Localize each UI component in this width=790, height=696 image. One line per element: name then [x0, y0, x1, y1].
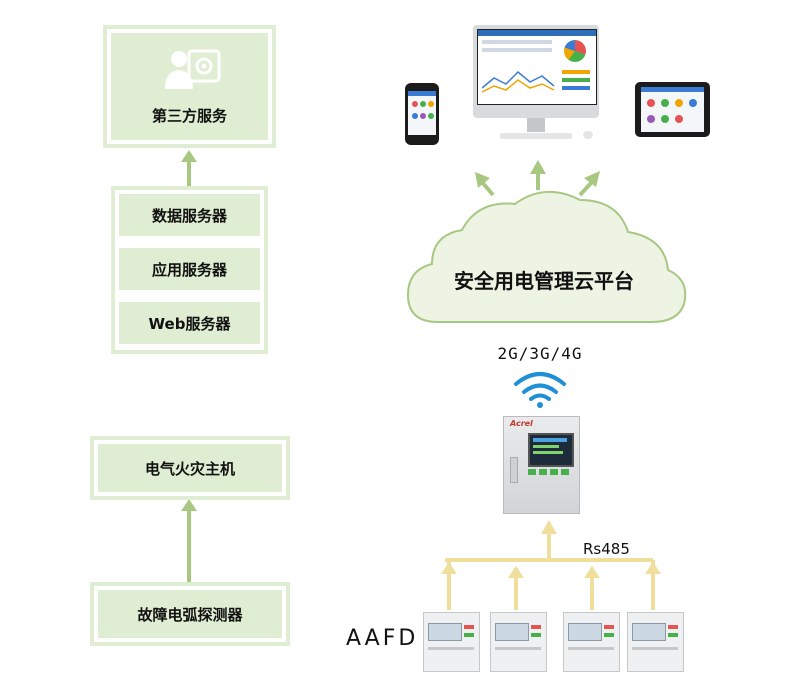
keyboard — [500, 133, 572, 139]
gateway-cabinet: Acrel — [503, 416, 580, 514]
third-party-label: 第三方服务 — [151, 107, 227, 125]
web-server: Web服务器 — [119, 302, 260, 344]
mouse — [583, 131, 593, 139]
aafd-device-2 — [490, 612, 547, 672]
aafd-device-4 — [627, 612, 684, 672]
detector-box: 故障电弧探测器 — [98, 590, 282, 638]
bus-label: Rs485 — [583, 540, 630, 558]
data-server: 数据服务器 — [119, 194, 260, 236]
detector-panel: 故障电弧探测器 — [90, 582, 290, 646]
aafd-device-1 — [423, 612, 480, 672]
service-user-icon — [161, 45, 221, 97]
monitor-stand — [527, 118, 545, 132]
phone-device — [405, 83, 439, 145]
monitor-screen — [477, 29, 597, 105]
network-label: 2G/3G/4G — [497, 344, 583, 363]
gateway-screen — [528, 433, 574, 467]
third-party-box: 第三方服务 — [111, 33, 268, 140]
server-stack: 数据服务器 应用服务器 Web服务器 — [111, 186, 268, 354]
wifi-icon — [514, 372, 566, 401]
cloud-uplink-arrows — [475, 160, 600, 197]
tablet-device — [635, 82, 710, 137]
rs485-bus — [441, 520, 661, 610]
third-party-panel: 第三方服务 — [103, 25, 276, 148]
gateway-brand: Acrel — [510, 419, 533, 428]
gateway-buttons — [528, 469, 574, 477]
desktop-monitor — [473, 25, 599, 118]
terminal-devices — [400, 20, 720, 145]
gateway-port-strip — [510, 457, 518, 483]
fire-host-panel: 电气火灾主机 — [90, 436, 290, 500]
tablet-screen — [641, 87, 704, 132]
device-type-label: AAFD — [346, 626, 419, 651]
fire-host-box: 电气火灾主机 — [98, 444, 282, 492]
app-server: 应用服务器 — [119, 248, 260, 290]
aafd-device-3 — [563, 612, 620, 672]
cloud-platform-label: 安全用电管理云平台 — [454, 269, 634, 293]
cloud-shape — [406, 190, 687, 323]
phone-screen — [408, 91, 436, 135]
